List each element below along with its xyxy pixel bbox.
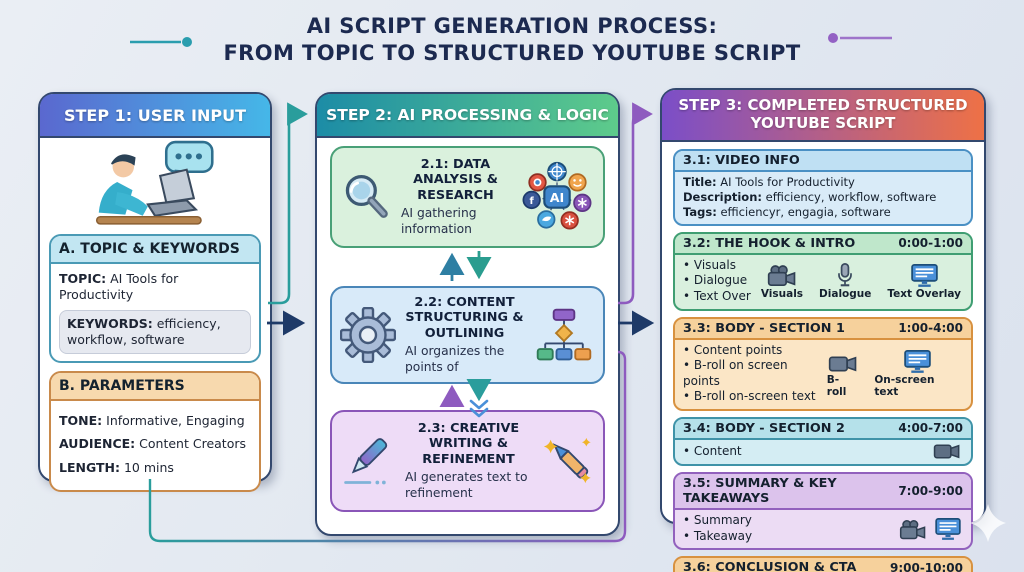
- pen-icon: [340, 433, 396, 489]
- gear-icon: [340, 307, 396, 363]
- page-title: AI SCRIPT GENERATION PROCESS: FROM TOPIC…: [0, 13, 1024, 67]
- card21-subtitle: AI gathering information: [401, 206, 477, 236]
- section-time: 1:00-4:00: [898, 321, 963, 336]
- page-title-line2: FROM TOPIC TO STRUCTURED YOUTUBE SCRIPT: [223, 40, 801, 65]
- microphone-icon: Dialogue: [819, 262, 871, 300]
- arrow-step1-to-step2-top: [268, 102, 308, 305]
- card23-subtitle: AI generates text to refinement: [405, 470, 528, 500]
- step2-header: STEP 2: AI PROCESSING & LOGIC: [317, 94, 618, 138]
- card21-title: 2.1: DATA ANALYSIS & RESEARCH: [413, 157, 498, 203]
- topic-keywords-card: A. TOPIC & KEYWORDS TOPIC: AI Tools for …: [49, 234, 261, 363]
- camera-icon: [933, 443, 961, 460]
- keywords-box: KEYWORDS: efficiency, workflow, software: [59, 309, 251, 354]
- card22-subtitle: AI organizes the points of: [405, 344, 505, 374]
- section-title: 3.4: BODY - SECTION 2: [683, 420, 845, 436]
- step1-panel: STEP 1: USER INPUT A. TOPIC & KEYWORDS T…: [38, 92, 272, 492]
- flowchart-icon: [533, 306, 595, 364]
- card23-title: 2.3: CREATIVE WRITING & REFINEMENT: [417, 421, 520, 467]
- section-title: 3.3: BODY - SECTION 1: [683, 320, 845, 336]
- card-creative-writing: 2.3: CREATIVE WRITING & REFINEMENT AI ge…: [330, 410, 605, 512]
- monitor-icon: On-screen text: [874, 349, 961, 398]
- section-time: 0:00-1:00: [898, 236, 963, 251]
- arrow-step2-to-step3-top: [618, 102, 653, 305]
- card-content-structuring: 2.2: CONTENT STRUCTURING & OUTLINING AI …: [330, 286, 605, 384]
- step1-header: STEP 1: USER INPUT: [40, 94, 270, 138]
- svg-text:f: f: [530, 196, 535, 207]
- section-video-info: 3.1: VIDEO INFO Title: AI Tools for Prod…: [673, 149, 973, 226]
- page-title-line1: AI SCRIPT GENERATION PROCESS:: [306, 14, 718, 38]
- card-data-analysis: 2.1: DATA ANALYSIS & RESEARCH AI gatheri…: [330, 146, 605, 248]
- step3-panel: STEP 3: COMPLETED STRUCTURED YOUTUBE SCR…: [660, 88, 986, 572]
- monitor-icon: Text Overlay: [887, 263, 961, 300]
- section-title: 3.1: VIDEO INFO: [683, 153, 800, 168]
- video-title-row: Title: AI Tools for Productivity: [683, 175, 855, 189]
- card22-title: 2.2: CONTENT STRUCTURING & OUTLINING: [405, 295, 524, 341]
- monitor-icon: [935, 517, 961, 540]
- topic-card-header: A. TOPIC & KEYWORDS: [51, 236, 259, 264]
- section-summary-takeaways: 3.5: SUMMARY & KEY TAKEAWAYS 7:00-9:00 S…: [673, 471, 973, 551]
- ai-badge: AI: [550, 190, 565, 205]
- section-body-1: 3.3: BODY - SECTION 1 1:00-4:00 Content …: [673, 316, 973, 411]
- step3-header: STEP 3: COMPLETED STRUCTURED YOUTUBE SCR…: [662, 90, 984, 142]
- section-title: 3.6: CONCLUSION & CTA: [683, 560, 857, 572]
- section-time: 4:00-7:00: [898, 421, 963, 436]
- video-description-row: Description: efficiency, workflow, softw…: [683, 189, 937, 204]
- camera-icon: Visuals: [761, 264, 803, 300]
- section-title: 3.5: SUMMARY & KEY TAKEAWAYS: [683, 475, 837, 506]
- section-body-2: 3.4: BODY - SECTION 2 4:00-7:00 Content: [673, 416, 973, 466]
- ai-network-icon: f AI: [519, 159, 595, 235]
- section-time: 7:00-9:00: [898, 483, 963, 498]
- sparkle-pen-icon: [541, 434, 595, 488]
- param-row-audience: AUDIENCE: Content Creators: [59, 436, 247, 452]
- parameters-card: B. PARAMETERS TONE: Informative, Engagin…: [49, 371, 261, 492]
- person-at-laptop-icon: [95, 140, 214, 225]
- section-title: 3.2: THE HOOK & INTRO: [683, 235, 856, 251]
- section-hook-intro: 3.2: THE HOOK & INTRO 0:00-1:00 Visuals …: [673, 231, 973, 311]
- section-conclusion-cta: 3.6: CONCLUSION & CTA 9:00-10:00 Conclus…: [673, 556, 973, 572]
- param-row-tone: TONE: Informative, Engaging: [59, 413, 245, 428]
- step2-panel: STEP 2: AI PROCESSING & LOGIC 2.1: DATA …: [315, 92, 620, 536]
- camera-icon: [899, 519, 927, 540]
- magnifier-icon: [340, 171, 392, 223]
- param-row-length: LENGTH: 10 mins: [59, 459, 174, 475]
- parameters-card-header: B. PARAMETERS: [51, 373, 259, 401]
- video-tags-row: Tags: efficiencyr, engagia, software: [683, 204, 891, 219]
- camera-icon: B-roll: [827, 355, 859, 398]
- section-time: 9:00-10:00: [889, 560, 963, 572]
- person-at-laptop-illustration: [40, 138, 270, 230]
- topic-row: TOPIC: AI Tools for Productivity: [59, 271, 179, 303]
